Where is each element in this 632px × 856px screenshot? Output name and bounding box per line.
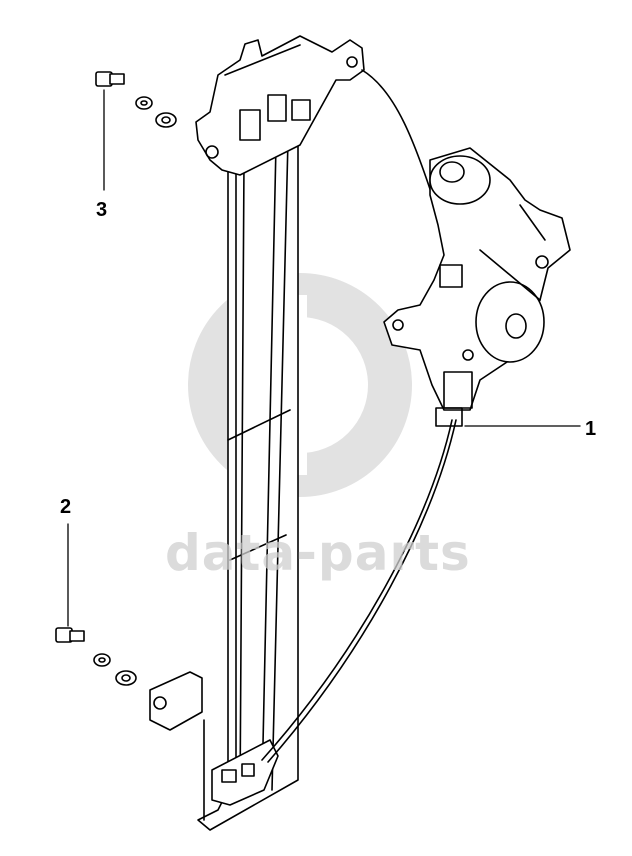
upper-bracket xyxy=(195,35,365,176)
watermark-logo xyxy=(188,273,412,497)
callout-1: 1 xyxy=(585,418,597,440)
screw-set-2 xyxy=(55,627,137,686)
regulator-rail xyxy=(197,129,299,831)
lower-bracket xyxy=(149,671,279,806)
screw-set-3 xyxy=(95,71,177,128)
watermark-text: data-parts xyxy=(165,524,471,582)
leader-lines xyxy=(67,89,581,627)
callout-3: 3 xyxy=(96,199,108,221)
callout-2: 2 xyxy=(60,496,72,518)
regulator-motor xyxy=(383,147,571,427)
